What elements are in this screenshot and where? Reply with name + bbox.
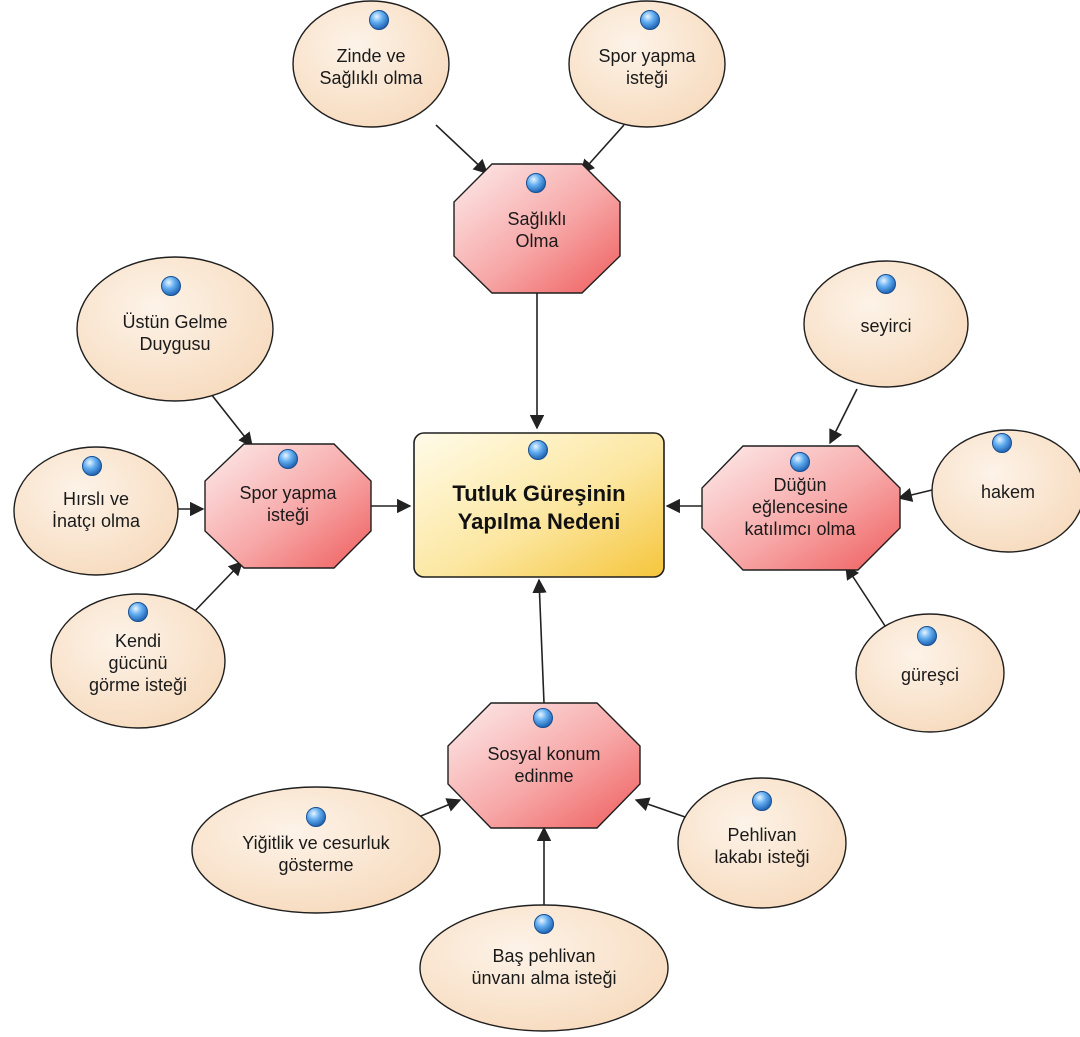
hub-spor-yapma-istegi-line-2: isteği	[267, 505, 309, 525]
hub-sosyal-konum-shape	[447, 702, 641, 829]
blue-sphere-icon	[752, 791, 772, 811]
hub-spor-yapma-istegi[interactable]: Spor yapma isteği	[204, 443, 372, 569]
edge-guresci-to-dugun	[845, 564, 890, 633]
leaf-kendi-gucunu[interactable]: Kendi gücünü görme isteği	[50, 593, 226, 729]
hub-dugun-line-2: eğlencesine	[752, 497, 848, 517]
blue-sphere-icon	[917, 626, 937, 646]
leaf-hakem[interactable]: hakem	[931, 429, 1080, 553]
blue-sphere-icon	[128, 602, 148, 622]
leaf-kendi-line-3: görme isteği	[89, 675, 187, 695]
leaf-bas-pehlivan[interactable]: Baş pehlivan ünvanı alma isteği	[419, 904, 669, 1032]
leaf-guresci[interactable]: güreşci	[855, 613, 1005, 733]
edge-pehlivan-to-sosyal	[634, 797, 689, 819]
leaf-bas-line-1: Baş pehlivan	[492, 946, 595, 966]
blue-sphere-icon	[533, 708, 553, 728]
leaf-seyirci-shape	[803, 260, 969, 388]
leaf-hakem-shape	[931, 429, 1080, 553]
leaf-pehlivan-lakabi[interactable]: Pehlivan lakabı isteği	[677, 777, 847, 909]
edge-spor-top-to-saglikli	[580, 124, 625, 175]
leaf-hirsli-line-1: Hırslı ve	[63, 489, 129, 509]
leaf-spor-yapma-istegi-top[interactable]: Spor yapma isteği	[568, 0, 726, 128]
hub-saglikli-olma-line-2: Olma	[515, 231, 559, 251]
blue-sphere-icon	[790, 452, 810, 472]
blue-sphere-icon	[82, 456, 102, 476]
blue-sphere-icon	[528, 440, 548, 460]
blue-sphere-icon	[534, 914, 554, 934]
leaf-kendi-line-1: Kendi	[115, 631, 161, 651]
leaf-yigitlik-shape	[191, 786, 441, 914]
leaf-pehlivan-line-2: lakabı isteği	[714, 847, 809, 867]
edge-hakem-to-dugun	[897, 487, 933, 502]
leaf-ustun-line-2: Duygusu	[139, 334, 210, 354]
leaf-spor-top-line-1: Spor yapma	[598, 46, 696, 66]
edge-ustun-to-spor	[210, 393, 253, 448]
leaf-spor-top-shape	[568, 0, 726, 128]
leaf-guresci-shape	[855, 613, 1005, 733]
leaf-zinde-line-2: Sağlıklı olma	[319, 68, 423, 88]
leaf-ustun-line-1: Üstün Gelme	[122, 312, 227, 332]
hub-saglikli-olma[interactable]: Sağlıklı Olma	[453, 163, 621, 294]
blue-sphere-icon	[640, 10, 660, 30]
edge-zinde-to-saglikli	[435, 124, 489, 174]
central-node-line-1: Tutluk Güreşinin	[452, 481, 625, 506]
leaf-guresci-line-1: güreşci	[901, 665, 959, 685]
hub-sosyal-konum-line-2: edinme	[514, 766, 573, 786]
hub-dugun-line-1: Düğün	[773, 475, 826, 495]
hub-saglikli-olma-line-1: Sağlıklı	[507, 209, 566, 229]
hub-spor-yapma-istegi-line-1: Spor yapma	[239, 483, 337, 503]
leaf-ustun-gelme[interactable]: Üstün Gelme Duygusu	[76, 256, 274, 402]
leaf-hirsli-shape	[13, 446, 179, 576]
leaf-pehlivan-line-1: Pehlivan	[727, 825, 796, 845]
blue-sphere-icon	[161, 276, 181, 296]
hub-spor-yapma-istegi-shape	[204, 443, 372, 569]
leaf-pehlivan-shape	[677, 777, 847, 909]
leaf-zinde-line-1: Zinde ve	[336, 46, 405, 66]
hub-dugun-line-3: katılımcı olma	[744, 519, 856, 539]
blue-sphere-icon	[526, 173, 546, 193]
central-node-shape	[413, 432, 665, 578]
leaf-hakem-line-1: hakem	[981, 482, 1035, 502]
leaf-zinde-saglikli[interactable]: Zinde ve Sağlıklı olma	[292, 0, 450, 128]
leaf-kendi-shape	[50, 593, 226, 729]
blue-sphere-icon	[369, 10, 389, 30]
blue-sphere-icon	[992, 433, 1012, 453]
edge-seyirci-to-dugun	[829, 388, 858, 445]
leaf-hirsli-line-2: İnatçı olma	[52, 511, 141, 531]
leaf-bas-pehlivan-shape	[419, 904, 669, 1032]
leaf-bas-line-2: ünvanı alma isteği	[471, 968, 616, 988]
blue-sphere-icon	[278, 449, 298, 469]
blue-sphere-icon	[876, 274, 896, 294]
hub-sosyal-konum[interactable]: Sosyal konum edinme	[447, 702, 641, 829]
leaf-seyirci-line-1: seyirci	[860, 316, 911, 336]
central-node-line-2: Yapılma Nedeni	[458, 509, 621, 534]
edge-kendi-to-spor	[191, 560, 243, 615]
leaf-yigitlik-line-2: gösterme	[278, 855, 353, 875]
edge-sosyal-to-center	[532, 578, 547, 704]
hub-dugun-eglencesine[interactable]: Düğün eğlencesine katılımcı olma	[701, 445, 901, 571]
leaf-seyirci[interactable]: seyirci	[803, 260, 969, 388]
leaf-ustun-gelme-shape	[76, 256, 274, 402]
central-node[interactable]: Tutluk Güreşinin Yapılma Nedeni	[413, 432, 665, 578]
leaf-yigitlik-line-1: Yiğitlik ve cesurluk	[242, 833, 390, 853]
leaf-spor-top-line-2: isteği	[626, 68, 668, 88]
edge-yigitlik-to-sosyal	[415, 798, 462, 819]
leaf-hirsli-inatci[interactable]: Hırslı ve İnatçı olma	[13, 446, 179, 576]
leaf-zinde-saglikli-shape	[292, 0, 450, 128]
edges	[176, 124, 933, 906]
leaf-kendi-line-2: gücünü	[108, 653, 167, 673]
hub-saglikli-olma-shape	[453, 163, 621, 294]
hub-dugun-eglencesine-shape	[701, 445, 901, 571]
hub-sosyal-konum-line-1: Sosyal konum	[487, 744, 600, 764]
leaf-yigitlik[interactable]: Yiğitlik ve cesurluk gösterme	[191, 786, 441, 914]
blue-sphere-icon	[306, 807, 326, 827]
